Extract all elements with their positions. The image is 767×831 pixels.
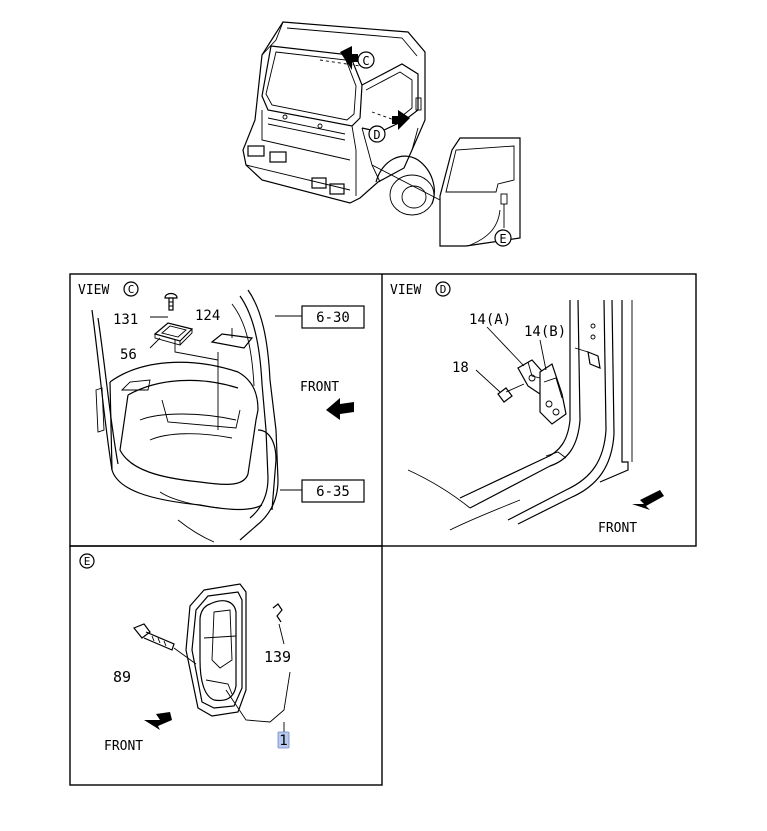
door-detail: E xyxy=(439,137,521,247)
truck-cab-overview: C D xyxy=(242,21,441,216)
view-c-panel: VIEW C xyxy=(78,281,365,543)
view-d-title-circle: D xyxy=(440,283,447,296)
label-124: 124 xyxy=(195,308,220,324)
views-top-frame xyxy=(69,273,697,547)
label-131: 131 xyxy=(113,312,138,328)
ref-6-35: 6-35 xyxy=(316,484,350,500)
front-arrow-icon xyxy=(632,490,664,510)
view-e-panel: E 89 139 1 FRONT xyxy=(79,553,291,754)
view-c-title: VIEW xyxy=(78,283,109,298)
label-56: 56 xyxy=(120,347,137,363)
view-d-front-label: FRONT xyxy=(598,521,637,536)
label-1[interactable]: 1 xyxy=(279,733,287,749)
label-18: 18 xyxy=(452,360,469,376)
callout-e-label: E xyxy=(499,232,506,246)
view-c-title-circle: C xyxy=(128,283,135,296)
label-139: 139 xyxy=(264,648,291,666)
label-14b: 14(B) xyxy=(524,324,566,340)
view-e-frame xyxy=(69,545,383,786)
ref-6-30: 6-30 xyxy=(316,310,350,326)
label-89: 89 xyxy=(113,668,131,686)
view-d-title: VIEW xyxy=(390,283,421,298)
view-d-panel: VIEW D 14(A) 14(B) 18 xyxy=(390,281,664,536)
view-e-front-label: FRONT xyxy=(104,739,143,754)
label-14a: 14(A) xyxy=(469,312,511,328)
front-arrow-icon xyxy=(326,398,354,420)
callout-c-label: C xyxy=(362,54,369,68)
view-c-front-label: FRONT xyxy=(300,380,339,395)
callout-d-label: D xyxy=(373,128,380,142)
front-arrow-icon xyxy=(144,712,172,730)
view-e-title-circle: E xyxy=(84,555,91,568)
